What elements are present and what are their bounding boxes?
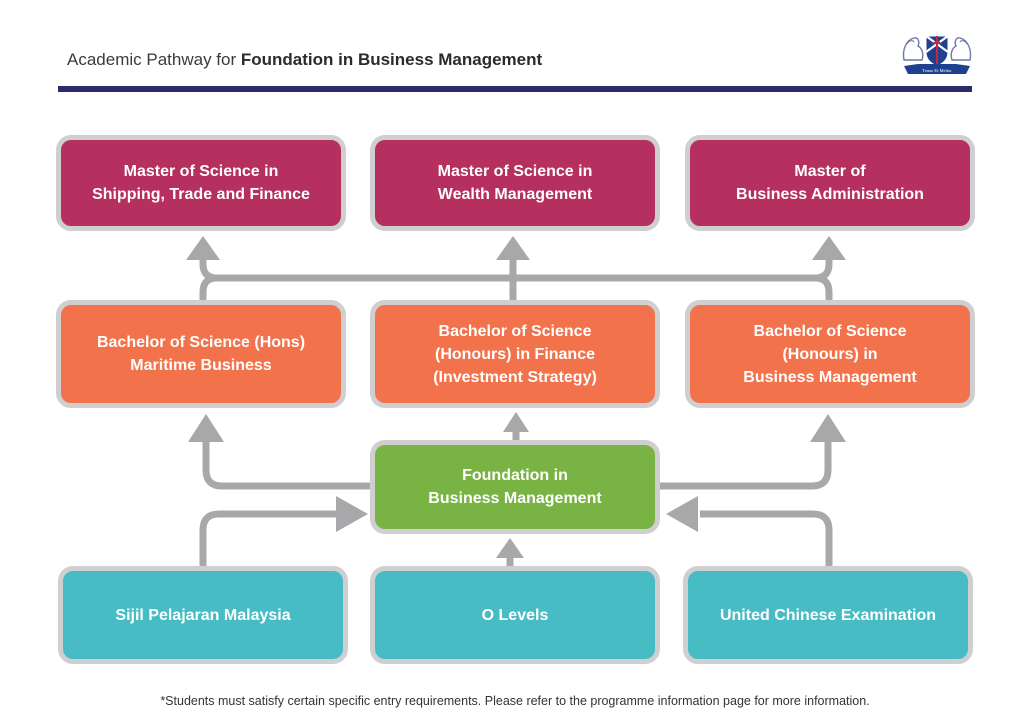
bachelor-label: Bachelor of Science (Hons) Maritime Busi… — [96, 334, 306, 374]
master-label: Master of Business Administration — [736, 163, 924, 203]
bachelor-box-maritime[interactable]: Bachelor of Science (Hons) Maritime Busi… — [56, 300, 346, 408]
entry-label: Sijil Pelajaran Malaysia — [115, 606, 291, 624]
entry-box-uec[interactable]: United Chinese Examination — [683, 566, 973, 664]
arrowhead-master-left — [186, 236, 220, 260]
arrowhead-master-right — [812, 236, 846, 260]
master-label: Master of Science in Wealth Management — [437, 163, 593, 203]
bachelor-box-finance[interactable]: Bachelor of Science (Honours) in Finance… — [370, 300, 660, 408]
connector-bus-to-master-left — [199, 258, 218, 282]
master-box-shipping[interactable]: Master of Science in Shipping, Trade and… — [56, 135, 346, 231]
bachelor-label: Bachelor of Science (Honours) in Finance… — [433, 322, 597, 386]
connector-bus-to-master-right — [814, 258, 833, 282]
university-crest: Tenax Et Melior — [900, 30, 974, 78]
university-crest-icon: Tenax Et Melior — [902, 35, 972, 74]
connector-entry-right-to-foundation — [700, 510, 833, 566]
arrowhead-foundation-left — [336, 496, 368, 532]
entry-label: O Levels — [481, 606, 549, 624]
connector-foundation-to-bachelor-left — [202, 442, 372, 490]
arrowhead-bachelor-left — [188, 414, 224, 442]
page-title-prefix: Academic Pathway for — [67, 50, 241, 69]
header-divider — [58, 86, 972, 92]
entry-box-o-levels[interactable]: O Levels — [370, 566, 660, 664]
arrowhead-bachelor-mid — [503, 412, 529, 432]
bachelor-label: Bachelor of Science (Honours) in Busines… — [743, 322, 917, 386]
arrowhead-master-mid — [496, 236, 530, 260]
footnote: *Students must satisfy certain specific … — [160, 694, 870, 708]
crest-motto: Tenax Et Melior — [922, 68, 952, 73]
entry-label: United Chinese Examination — [719, 606, 937, 624]
entry-box-spm[interactable]: Sijil Pelajaran Malaysia — [58, 566, 348, 664]
page-title: Academic Pathway for Foundation in Busin… — [67, 50, 542, 70]
connector-foundation-to-bachelor-right — [660, 442, 832, 490]
connector-entry-left-to-foundation — [199, 510, 338, 566]
foundation-box[interactable]: Foundation in Business Management — [370, 440, 660, 534]
arrowhead-foundation-bottom — [496, 538, 524, 558]
foundation-label: Foundation in Business Management — [428, 467, 602, 507]
arrowhead-bachelor-right — [810, 414, 846, 442]
arrowhead-foundation-right — [666, 496, 698, 532]
page-title-bold: Foundation in Business Management — [240, 50, 543, 69]
master-box-mba[interactable]: Master of Business Administration — [685, 135, 975, 231]
bachelor-box-business[interactable]: Bachelor of Science (Honours) in Busines… — [685, 300, 975, 408]
master-box-wealth[interactable]: Master of Science in Wealth Management — [370, 135, 660, 231]
master-label: Master of Science in Shipping, Trade and… — [92, 163, 310, 203]
